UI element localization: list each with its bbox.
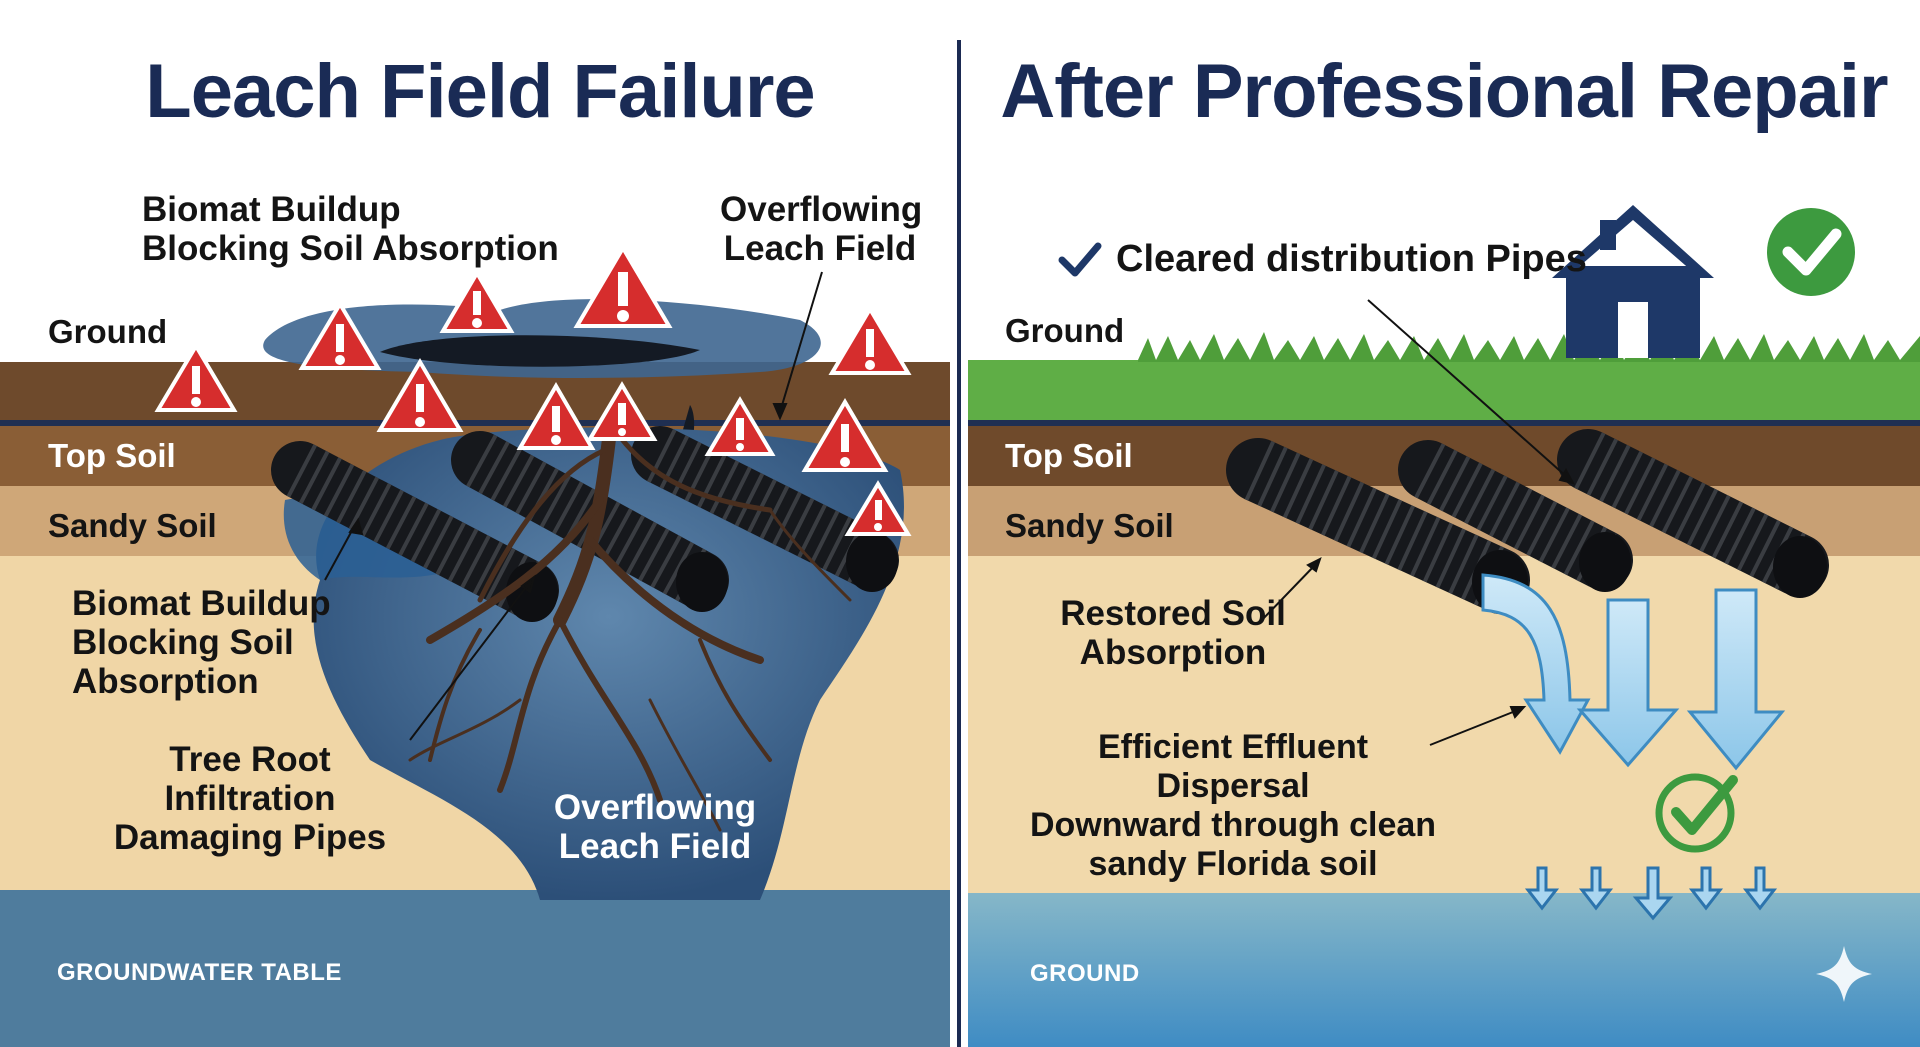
pointer-lines xyxy=(1259,299,1575,746)
warning-triangle-icon xyxy=(439,269,515,333)
check-icon xyxy=(1655,773,1738,853)
house-icon xyxy=(1552,205,1714,358)
repair-title: After Professional Repair xyxy=(1000,49,1888,134)
label-overflow-top: Overflowing Leach Field xyxy=(720,190,923,268)
warning-triangle-icon xyxy=(516,382,596,450)
label-restored: Restored Soil Absorption xyxy=(1060,594,1286,672)
warning-triangle-icon xyxy=(844,480,912,536)
label-tree-roots: Tree Root Infiltration Damaging Pipes xyxy=(113,740,387,857)
groundwater-label: GROUNDWATER TABLE xyxy=(57,959,342,986)
perforated-pipe-icon xyxy=(271,441,559,622)
warning-triangle-icon xyxy=(376,358,464,432)
layer-top-soil: Top Soil xyxy=(1005,437,1133,474)
down-arrow-icon xyxy=(1524,866,1778,921)
layer-sandy-soil: Sandy Soil xyxy=(1005,507,1174,544)
failure-title: Leach Field Failure xyxy=(145,49,815,134)
label-dispersal: Efficient Effluent Dispersal Downward th… xyxy=(1029,728,1437,883)
sky xyxy=(968,0,1920,360)
label-overflow-bottom: Overflowing Leach Field xyxy=(553,788,757,866)
label-biomat-mid: Biomat Buildup Blocking Soil Absorption xyxy=(72,584,331,701)
sparkle-icon xyxy=(1816,946,1872,1002)
failure-panel: Leach Field Failure Biomat Buildup Block… xyxy=(0,0,950,1047)
perforated-pipe-icon xyxy=(1398,440,1633,592)
sewage-sludge xyxy=(380,335,700,367)
warning-triangle-icon xyxy=(573,244,673,328)
pointer-lines xyxy=(324,271,823,741)
repair-panel: After Professional Repair Cleared distri… xyxy=(968,0,1920,1047)
groundwater-layer xyxy=(968,893,1920,1047)
down-arrow-icon xyxy=(1481,573,1591,755)
layer-sandy-soil: Sandy Soil xyxy=(48,507,217,544)
label-cleared-pipes: Cleared distribution Pipes xyxy=(1058,238,1587,281)
tree-roots-icon xyxy=(408,423,852,832)
ground-line xyxy=(0,420,950,426)
groundwater-layer xyxy=(0,890,950,1047)
warning-triangle-icon xyxy=(154,342,238,412)
layer-ground: Ground xyxy=(48,313,168,350)
check-icon xyxy=(1058,242,1102,276)
failure-scene xyxy=(0,0,950,1047)
cleared-pipes-text: Cleared distribution Pipes xyxy=(1116,238,1587,280)
layer-top-soil: Top Soil xyxy=(48,437,176,474)
warning-triangle-icon xyxy=(801,398,889,472)
repair-scene xyxy=(968,0,1920,1047)
label-biomat-top: Biomat Buildup Blocking Soil Absorption xyxy=(142,190,559,268)
check-circle-icon xyxy=(1767,208,1855,296)
down-arrow-icon xyxy=(1576,598,1680,768)
ground-line xyxy=(968,420,1920,426)
warning-triangle-icon xyxy=(704,396,776,456)
panel-divider xyxy=(957,40,961,1047)
grass-layer xyxy=(968,360,1920,422)
warning-triangle-icon xyxy=(298,300,382,370)
down-arrow-icon xyxy=(1686,588,1786,771)
perforated-pipe-icon xyxy=(1557,429,1829,598)
warning-triangle-icon xyxy=(828,305,912,375)
warning-triangle-icon xyxy=(586,381,658,441)
groundwater-label: GROUND xyxy=(1030,960,1140,987)
layer-ground: Ground xyxy=(1005,312,1125,349)
